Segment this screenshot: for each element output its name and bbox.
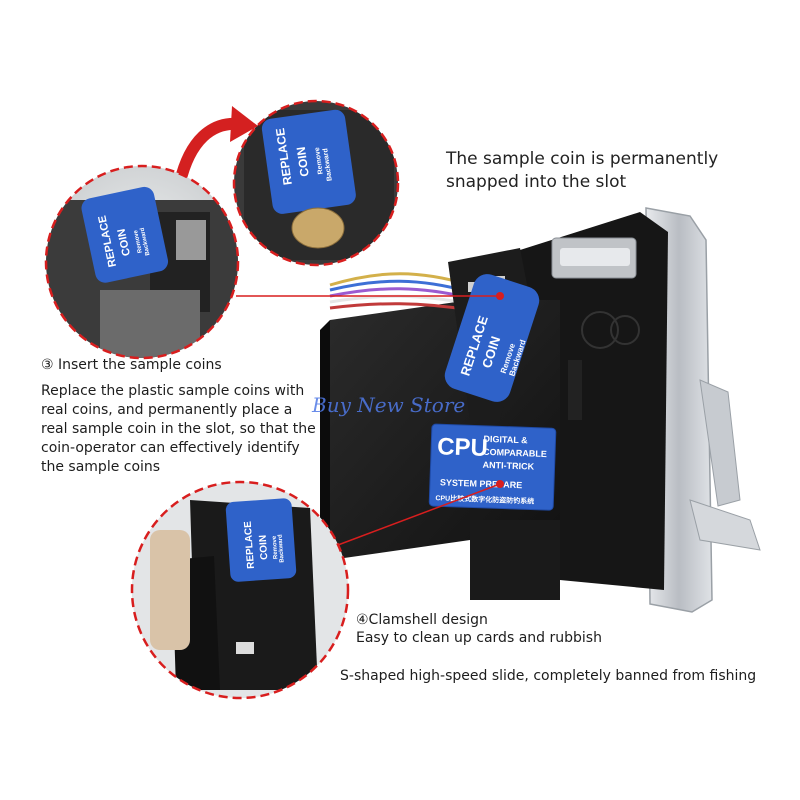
- callout-circle-top: REPLACE COIN Remove Backward: [232, 99, 400, 267]
- replace-coin-tag: REPLACE COIN Remove Backward: [444, 274, 540, 402]
- svg-text:Backward: Backward: [140, 227, 152, 256]
- svg-text:ANTI-TRICK: ANTI-TRICK: [482, 460, 534, 472]
- headline-text: The sample coin is permanently snapped i…: [446, 149, 719, 192]
- callout-dot-tag: [496, 292, 504, 300]
- cpu-label: CPU DIGITAL & COMPARABLE ANTI-TRICK SYST…: [428, 423, 557, 511]
- svg-text:COMPARABLE: COMPARABLE: [483, 447, 547, 459]
- svg-text:CPU: CPU: [437, 433, 489, 462]
- svg-text:Remove: Remove: [314, 147, 325, 175]
- curved-arrow: [174, 117, 244, 188]
- svg-text:COIN: COIN: [258, 535, 271, 561]
- svg-text:COIN: COIN: [294, 146, 312, 178]
- arrow-head: [230, 106, 258, 142]
- step4-body: Easy to clean up cards and rubbish: [356, 630, 602, 646]
- callout-circle-left: REPLACE COIN Remove Backward: [44, 164, 240, 360]
- svg-text:Backward: Backward: [322, 148, 334, 182]
- step4-title: ④Clamshell design: [356, 612, 488, 628]
- svg-text:Remove: Remove: [272, 535, 280, 559]
- callout-circle-bottom: REPLACE COIN Remove Backward: [130, 480, 350, 700]
- svg-text:DIGITAL &: DIGITAL &: [483, 434, 528, 446]
- svg-text:Backward: Backward: [278, 534, 286, 563]
- slide-note: S-shaped high-speed slide, completely ba…: [340, 668, 757, 684]
- store-watermark: Buy New Store: [312, 393, 466, 417]
- svg-text:COIN: COIN: [116, 228, 133, 257]
- svg-text:Remove: Remove: [133, 229, 144, 254]
- step3-title: ③ Insert the sample coins: [41, 357, 222, 373]
- step3-body: Replace the plastic sample coins with re…: [41, 383, 316, 475]
- callout-line-bottom: [329, 483, 501, 549]
- callout-dot-cpu: [496, 480, 504, 488]
- svg-text:REPLACE: REPLACE: [243, 520, 257, 569]
